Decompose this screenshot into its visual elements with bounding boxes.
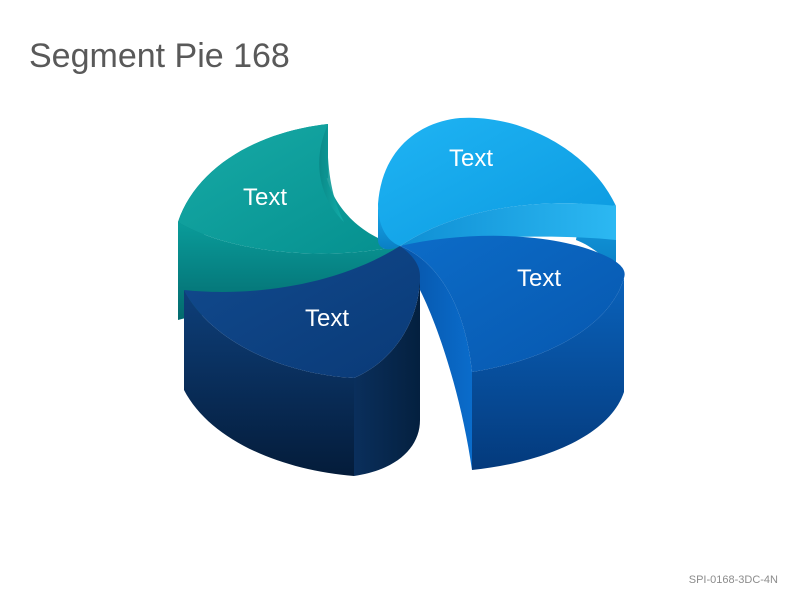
segment-blue-top bbox=[400, 235, 625, 372]
segment-teal-top bbox=[178, 124, 400, 254]
segment-blue: Text bbox=[400, 235, 625, 470]
segment-sky-top bbox=[378, 117, 616, 246]
segment-navy: Text bbox=[184, 246, 420, 476]
segment-blue-inner bbox=[400, 246, 472, 470]
segment-blue-label: Text bbox=[517, 265, 561, 292]
segment-navy-right bbox=[354, 276, 420, 476]
segment-teal-label: Text bbox=[243, 184, 287, 211]
segment-navy-label: Text bbox=[305, 305, 349, 332]
segment-navy-front bbox=[184, 290, 354, 476]
segment-teal-notch bbox=[319, 124, 344, 222]
segment-blue-side bbox=[472, 278, 624, 470]
segment-sky: Text bbox=[378, 117, 616, 272]
segment-navy-top bbox=[184, 246, 420, 378]
segment-sky-label: Text bbox=[449, 145, 493, 172]
segment-sky-inner bbox=[400, 203, 616, 246]
footer-code: SPI-0168-3DC-4N bbox=[688, 574, 778, 586]
slide-title: Segment Pie 168 bbox=[29, 37, 290, 75]
